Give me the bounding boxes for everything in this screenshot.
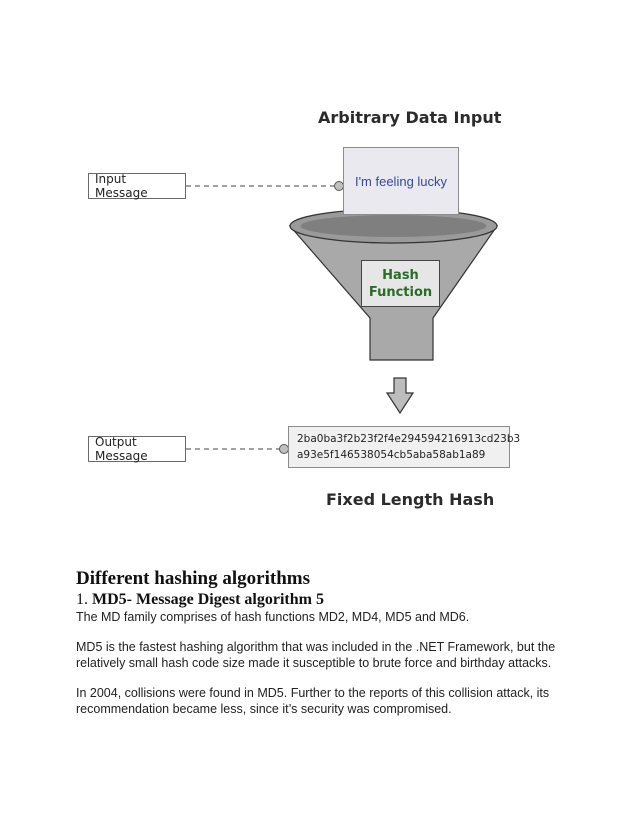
down-arrow-icon (387, 378, 413, 413)
hash-output-box: 2ba0ba3f2b23f2f4e294594216913cd23b3 a93e… (288, 426, 510, 468)
output-message-box: Output Message (88, 436, 186, 462)
section-heading: Different hashing algorithms (76, 568, 566, 590)
hash-function-line1: Hash (382, 267, 419, 284)
hash-function-line2: Function (369, 284, 432, 301)
hash-output-line2: a93e5f146538054cb5aba58ab1a89 (297, 447, 501, 463)
input-data-text: I'm feeling lucky (355, 174, 447, 189)
bottom-title: Fixed Length Hash (326, 490, 494, 509)
output-message-label: Output Message (95, 435, 179, 463)
hash-diagram: Arbitrary Data Input Input Message I'm f… (0, 0, 638, 530)
paragraph-md5-collisions: In 2004, collisions were found in MD5. F… (76, 685, 566, 717)
subsection-title: MD5- Message Digest algorithm 5 (92, 591, 324, 608)
hash-function-box: Hash Function (361, 260, 440, 307)
article-section: Different hashing algorithms 1. MD5- Mes… (76, 568, 566, 717)
hash-output-line1: 2ba0ba3f2b23f2f4e294594216913cd23b3 (297, 431, 501, 447)
input-data-paper: I'm feeling lucky (343, 147, 459, 215)
paragraph-md5-speed: MD5 is the fastest hashing algorithm tha… (76, 639, 566, 671)
top-title: Arbitrary Data Input (318, 108, 501, 127)
subsection-heading: 1. MD5- Message Digest algorithm 5 (76, 591, 566, 609)
subsection-number: 1. (76, 591, 88, 608)
paragraph-md-family: The MD family comprises of hash function… (76, 609, 566, 625)
input-message-label: Input Message (95, 172, 179, 200)
input-message-box: Input Message (88, 173, 186, 199)
